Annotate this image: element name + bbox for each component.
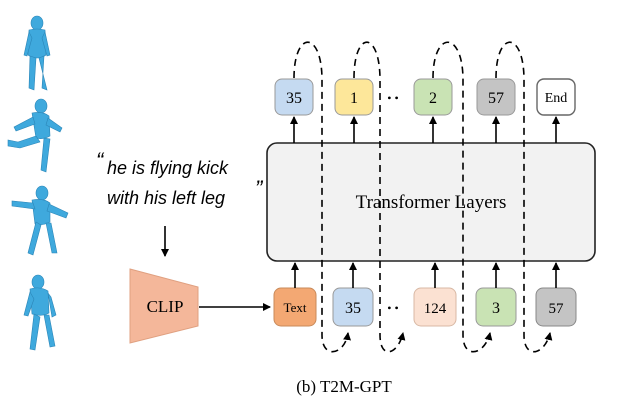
motion-figure-kick-2 — [11, 185, 69, 256]
motion-figure-standing — [23, 15, 51, 91]
prompt-line-1: he is flying kick — [107, 158, 229, 178]
input-token: 124 — [413, 287, 457, 327]
input-token: 3 — [475, 287, 517, 327]
output-token-box — [536, 78, 576, 116]
transformer-block: Transformer Layers — [266, 142, 596, 262]
input-token-row: Text 35 • • 124 3 57 — [273, 287, 577, 327]
input-token: 57 — [535, 287, 577, 327]
feedback-loops — [293, 41, 553, 353]
output-token-row: 35 1 • • 2 57 End — [274, 78, 576, 116]
output-token-box — [413, 78, 453, 116]
clip-label: CLIP — [147, 297, 184, 316]
feedback-loop — [293, 41, 352, 353]
input-token-label: 124 — [424, 301, 447, 317]
feedback-loop — [353, 41, 406, 353]
output-token-box — [274, 78, 314, 116]
output-token: 35 — [274, 78, 314, 116]
output-token: 57 — [476, 78, 516, 116]
output-token: End — [536, 78, 576, 116]
motion-figure-landing — [23, 274, 57, 351]
input-token-label: 57 — [549, 301, 565, 317]
output-token-label: 1 — [350, 90, 358, 107]
output-ellipsis: • • — [387, 91, 398, 105]
text-prompt: “ he is flying kick with his left leg ” — [96, 148, 264, 208]
output-token-label: 35 — [286, 90, 302, 107]
feedback-loop — [432, 41, 493, 353]
input-arrows — [291, 262, 560, 288]
transformer-box — [266, 142, 596, 262]
output-arrows — [290, 116, 560, 143]
motion-figure-kick-1 — [7, 98, 63, 173]
prompt-line-2: with his left leg — [107, 188, 225, 208]
output-token-label: 57 — [488, 90, 504, 107]
output-token-label: 2 — [429, 90, 437, 107]
input-token: 35 — [332, 287, 374, 327]
output-token-box — [476, 78, 516, 116]
input-ellipsis: • • — [387, 301, 398, 315]
output-token-box — [334, 78, 374, 116]
input-token-label: Text — [284, 300, 307, 315]
close-quote: ” — [255, 176, 264, 201]
figure-caption: (b) T2M-GPT — [296, 377, 392, 396]
output-token-label: End — [545, 91, 568, 106]
input-token-label: 35 — [345, 300, 361, 317]
feedback-loop — [495, 41, 553, 353]
input-token-text: Text — [273, 287, 317, 327]
input-token-label: 3 — [492, 300, 500, 317]
output-token: 2 — [413, 78, 453, 116]
output-token: 1 — [334, 78, 374, 116]
transformer-label: Transformer Layers — [356, 192, 507, 213]
open-quote: “ — [96, 148, 105, 173]
clip-encoder: CLIP — [129, 268, 199, 344]
clip-trapezoid — [129, 268, 199, 344]
motion-figures — [7, 15, 69, 351]
